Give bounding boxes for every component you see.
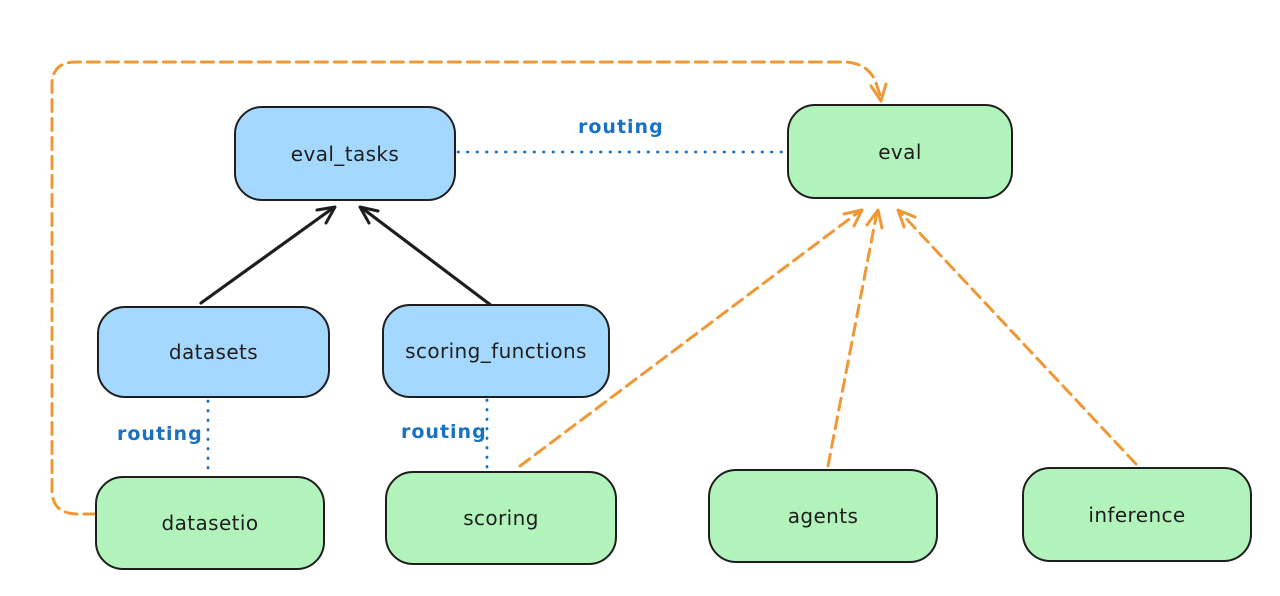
- node-scoring-label: scoring: [463, 506, 539, 530]
- routing-label-top: routing: [578, 116, 664, 138]
- edge-datasets-evaltasks-line: [199, 206, 335, 305]
- arrowhead-icon: [358, 205, 380, 225]
- node-datasetio-label: datasetio: [161, 511, 259, 535]
- edge-inference-eval-line: [898, 210, 1138, 466]
- edge-scoringfunctions-evaltasks-line: [360, 206, 494, 308]
- routing-label-left: routing: [117, 423, 203, 445]
- node-agents-label: agents: [787, 504, 859, 528]
- edge-scoringfunctions-evaltasks: [358, 205, 494, 308]
- node-datasetio: datasetio: [95, 476, 325, 570]
- edge-agents-eval: [826, 208, 884, 468]
- node-datasets: datasets: [97, 306, 330, 398]
- arrowhead-icon: [842, 208, 864, 228]
- node-datasets-label: datasets: [168, 340, 259, 364]
- edge-scoring-eval-line: [518, 209, 862, 468]
- node-inference: inference: [1022, 467, 1252, 562]
- arrowhead-icon: [896, 208, 917, 229]
- edge-datasets-evaltasks: [199, 205, 337, 305]
- edge-datasetio-eval-line: [50, 60, 882, 516]
- node-eval-label: eval: [878, 139, 922, 164]
- node-inference-label: inference: [1088, 502, 1186, 527]
- edge-datasetio-eval: [50, 60, 888, 516]
- node-scoring: scoring: [385, 471, 617, 565]
- edge-inference-eval: [896, 208, 1138, 466]
- node-eval: eval: [787, 104, 1013, 199]
- edge-scoring-eval: [518, 208, 864, 468]
- node-eval-tasks-label: eval_tasks: [290, 141, 400, 166]
- routing-label-middle: routing: [401, 421, 487, 443]
- arrowhead-icon: [315, 205, 337, 225]
- node-agents: agents: [708, 469, 938, 563]
- edge-agents-eval-line: [826, 210, 879, 468]
- arrowhead-icon: [865, 208, 884, 230]
- arrowhead-icon: [869, 82, 888, 103]
- node-eval-tasks: eval_tasks: [234, 106, 456, 201]
- node-scoring-functions: scoring_functions: [382, 304, 610, 398]
- node-scoring-functions-label: scoring_functions: [405, 339, 587, 363]
